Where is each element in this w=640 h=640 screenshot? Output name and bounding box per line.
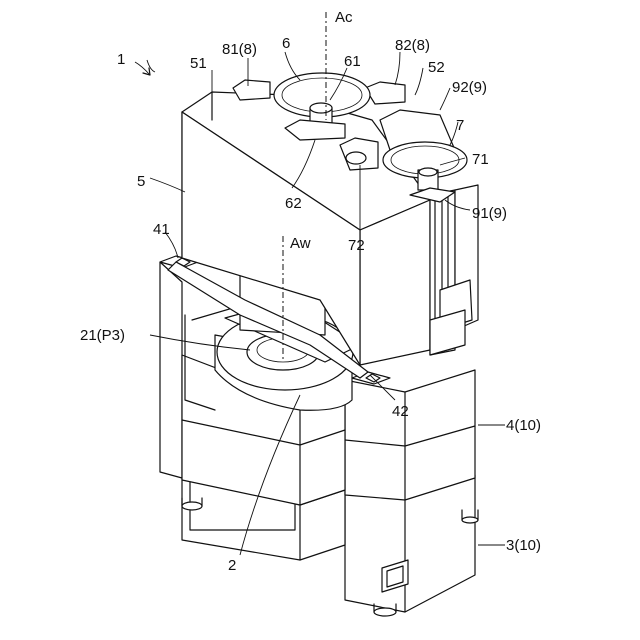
label-cup-6-center: 61 xyxy=(344,53,361,70)
label-chuck: 2 xyxy=(228,557,236,574)
label-cup-7: 7 xyxy=(456,117,464,134)
label-rail-92: 92(9) xyxy=(452,79,487,96)
label-guide-82: 82(8) xyxy=(395,37,430,54)
label-corner-42: 42 xyxy=(392,403,409,420)
label-cup-7-center: 71 xyxy=(472,151,489,168)
label-column-51: 51 xyxy=(190,55,207,72)
label-corner-41: 41 xyxy=(153,221,170,238)
label-column-52: 52 xyxy=(428,59,445,76)
apparatus-arrow xyxy=(135,62,150,75)
label-base-lower: 3(10) xyxy=(506,537,541,554)
label-guide-81: 81(8) xyxy=(222,41,257,58)
label-apparatus: 1 xyxy=(117,51,125,68)
label-axis-aw: Aw xyxy=(290,235,311,252)
label-rail-91: 91(9) xyxy=(472,205,507,222)
label-base-upper: 4(10) xyxy=(506,417,541,434)
label-cup-6-arm: 62 xyxy=(285,195,302,212)
label-cup-6: 6 xyxy=(282,35,290,52)
foot-right xyxy=(462,517,478,523)
foot-left xyxy=(182,502,202,510)
label-table: 21(P3) xyxy=(80,327,125,344)
label-axis-ac: Ac xyxy=(335,9,353,26)
label-column: 5 xyxy=(137,173,145,190)
foot-front xyxy=(374,608,396,616)
label-cup-7-arm: 72 xyxy=(348,237,365,254)
